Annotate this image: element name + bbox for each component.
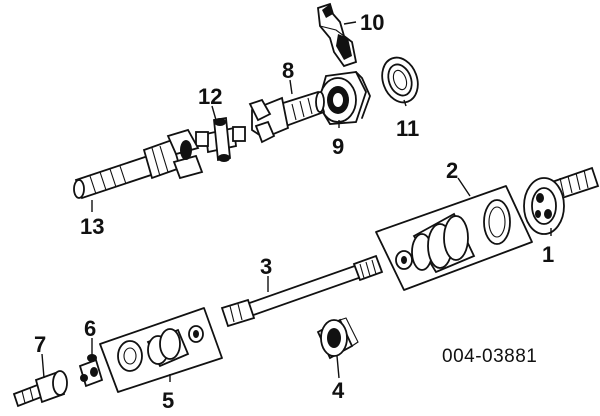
callout-7: 7 — [34, 332, 46, 357]
callout-4: 4 — [332, 378, 345, 403]
inner-boot-kit-part — [99, 307, 223, 393]
u-joint-part — [195, 116, 246, 162]
spacer-part — [316, 317, 359, 360]
diagram-part-number: 004-03881 — [442, 346, 537, 367]
callout-9: 9 — [332, 134, 344, 159]
slip-yoke-part — [248, 90, 326, 144]
callout-3: 3 — [260, 254, 272, 279]
seal-ring-part — [381, 56, 419, 104]
callout-8: 8 — [282, 58, 294, 83]
callout-6: 6 — [84, 316, 96, 341]
outer-cv-joint-part — [523, 166, 600, 235]
boot-kit-part — [375, 185, 533, 291]
inner-joint-part — [12, 370, 68, 408]
callout-5: 5 — [162, 388, 174, 413]
callout-12: 12 — [198, 84, 222, 109]
callout-10: 10 — [360, 10, 384, 35]
axle-shaft-part — [220, 254, 384, 328]
callout-2: 2 — [446, 158, 458, 183]
callout-1: 1 — [542, 242, 554, 267]
tripod-part — [78, 354, 104, 388]
center-bearing-part — [317, 71, 371, 125]
leader-lines — [41, 21, 552, 382]
callout-11: 11 — [396, 116, 419, 141]
front-shaft-part — [73, 128, 204, 200]
callout-13: 13 — [80, 214, 104, 239]
bracket-part — [317, 2, 358, 68]
